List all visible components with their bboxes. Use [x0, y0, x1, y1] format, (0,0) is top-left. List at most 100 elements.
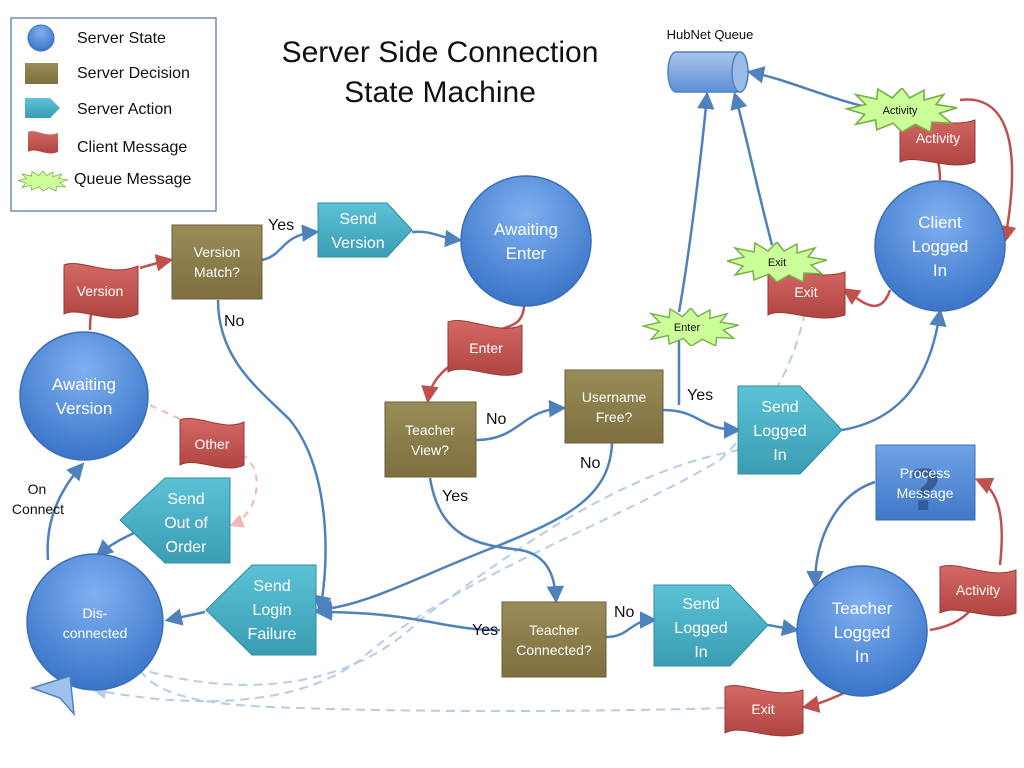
message-exit-teacher: Exit: [724, 685, 804, 737]
edge-label-yes-teacher-connected: Yes: [472, 622, 498, 639]
diagram-title: Server Side Connection State Machine: [282, 36, 599, 109]
message-version: Version: [63, 263, 139, 319]
arrow-version-msg-to-match: [139, 254, 174, 272]
message-exit-teacher-label: Exit: [751, 701, 774, 717]
dashed-other-to-out-of-order: [149, 404, 258, 528]
action-logged-in-client-line-1: Send: [761, 399, 798, 416]
decision-teacher-view-line-2: View?: [411, 442, 449, 458]
action-send-out-of-order: Send Out of Order: [119, 477, 231, 564]
state-client-line-3: In: [933, 261, 947, 280]
action-logged-in-client-line-3: In: [773, 447, 786, 464]
state-disconnected: Dis- connected: [26, 553, 164, 691]
decision-version-match-line-2: Match?: [194, 264, 240, 280]
arrow-activity-msg-loop-to-client: [959, 98, 1017, 244]
state-awaiting-version-line-1: Awaiting: [52, 375, 116, 394]
message-version-label: Version: [77, 283, 124, 299]
edge-label-on-connect-2: Connect: [12, 501, 64, 517]
arrow-username-no-to-login-failure: [314, 442, 614, 618]
edge-label-no-teacher-connected: No: [614, 604, 635, 621]
decision-username-line-2: Free?: [596, 409, 633, 425]
message-activity-teacher: Activity: [939, 565, 1017, 617]
arrow-send-logged-in-to-teacher: [767, 618, 800, 637]
queue-message-exit: Exit: [727, 242, 827, 282]
arrow-activity-burst-to-queue: [746, 66, 881, 112]
queue-message-activity-label: Activity: [883, 105, 918, 117]
entry-pointer-icon: [29, 675, 75, 717]
decision-username-line-1: Username: [582, 389, 647, 405]
action-login-failure-line-3: Failure: [248, 626, 297, 643]
decision-teacher-view: Teacher View?: [384, 401, 477, 478]
title-line-2: State Machine: [344, 76, 536, 109]
arrow-teacher-view-yes-to-teacher-connected: [428, 477, 565, 604]
decision-process-message: ? Process Message: [875, 444, 976, 524]
arrow-activity-msg-to-process-message: [974, 477, 1003, 566]
state-disconnected-line-2: connected: [63, 625, 128, 641]
legend-decision-icon: [25, 63, 58, 84]
arrow-username-yes-to-send-logged-in: [662, 408, 742, 439]
message-other-label: Other: [194, 436, 229, 452]
queue-label: HubNet Queue: [667, 27, 754, 42]
decision-teacher-view-line-1: Teacher: [405, 422, 455, 438]
legend: Server State Server Decision Server Acti…: [10, 17, 217, 212]
decision-version-match: Version Match?: [171, 224, 263, 300]
decision-teacher-connected: Teacher Connected?: [501, 601, 607, 678]
action-logged-in-teacher-line-1: Send: [682, 596, 719, 613]
state-client-line-2: Logged: [912, 237, 969, 256]
message-enter-label: Enter: [469, 340, 503, 356]
queue-message-activity: Activity: [846, 88, 958, 132]
arrow-process-message-to-teacher: [806, 480, 876, 589]
action-out-of-order-line-3: Order: [166, 539, 208, 556]
arrow-login-failure-to-disconnected: [164, 608, 206, 626]
action-send-logged-in-client: Send Logged In: [737, 385, 843, 475]
action-out-of-order-line-1: Send: [167, 491, 204, 508]
action-logged-in-teacher-line-3: In: [694, 644, 707, 661]
action-logged-in-client-line-2: Logged: [753, 423, 806, 440]
edge-label-yes-version: Yes: [268, 217, 294, 234]
legend-action-icon: [25, 98, 60, 118]
state-client-logged-in: Client Logged In: [874, 180, 1006, 312]
action-out-of-order-line-2: Out of: [164, 515, 208, 532]
state-awaiting-version: Awaiting Version: [19, 331, 149, 461]
arrow-teacher-connected-yes-to-login-failure: [314, 603, 501, 632]
decision-process-line-2: Message: [897, 485, 954, 501]
state-teacher-line-1: Teacher: [832, 599, 893, 618]
legend-action-label: Server Action: [77, 101, 172, 118]
edge-label-no-version: No: [224, 313, 245, 330]
edge-labels: Yes No No Yes Yes No Yes No On Connect: [12, 217, 713, 639]
arrow-teacher-connected-no-to-send-logged-in: [605, 611, 658, 639]
action-login-failure-line-1: Send: [253, 578, 290, 595]
edge-label-on-connect-1: On: [28, 481, 47, 497]
arrow-enter-burst-to-queue: [677, 91, 715, 313]
state-awaiting-enter-line-2: Enter: [506, 244, 547, 263]
action-logged-in-teacher-line-2: Logged: [674, 620, 727, 637]
queue-message-enter: Enter: [642, 308, 740, 346]
action-login-failure-line-2: Login: [252, 602, 291, 619]
arrow-exit-burst-to-queue: [730, 91, 774, 246]
state-awaiting-enter-line-1: Awaiting: [494, 220, 558, 239]
message-activity-teacher-label: Activity: [956, 582, 1000, 598]
queue-message-enter-label: Enter: [674, 322, 701, 334]
message-enter: Enter: [447, 320, 523, 376]
state-awaiting-version-line-2: Version: [56, 399, 113, 418]
legend-message-label: Client Message: [77, 139, 187, 156]
arrow-on-connect: [46, 462, 85, 561]
edge-label-no-teacher-view: No: [486, 411, 507, 428]
message-activity-client-label: Activity: [916, 130, 960, 146]
action-send-login-failure: Send Login Failure: [205, 564, 317, 656]
state-awaiting-enter: Awaiting Enter: [460, 175, 592, 307]
legend-message-icon: [28, 131, 58, 154]
edge-label-yes-teacher-view: Yes: [442, 488, 468, 505]
arrow-send-logged-in-to-client: [841, 308, 947, 432]
decision-teacher-connected-line-2: Connected?: [516, 642, 592, 658]
state-teacher-logged-in: Teacher Logged In: [796, 565, 928, 697]
arrow-client-to-exit-msg: [842, 288, 892, 307]
arrow-teacher-view-no-to-username: [475, 399, 567, 442]
queue-cylinder-end: [731, 51, 749, 93]
edge-label-yes-username: Yes: [687, 387, 713, 404]
action-send-version-line-1: Send: [339, 211, 376, 228]
decision-username-free: Username Free?: [564, 369, 664, 444]
state-client-line-1: Client: [918, 213, 962, 232]
hubnet-queue: HubNet Queue: [667, 27, 754, 93]
legend-decision-label: Server Decision: [77, 65, 190, 82]
